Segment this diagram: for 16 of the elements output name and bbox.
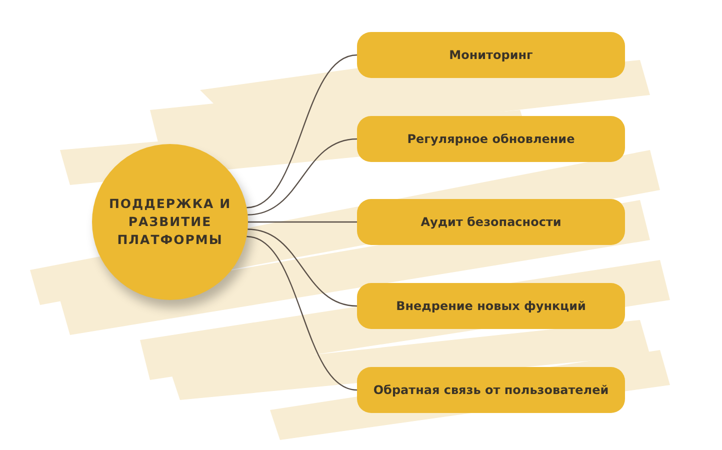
topic-card (357, 367, 625, 413)
connector-line (246, 54, 358, 208)
topic-card (357, 199, 625, 245)
topic-title: ПОДДЕРЖКА И РАЗВИТИЕ ПЛАТФОРМЫ (108, 194, 232, 250)
topic-label: Регулярное обновление (407, 132, 575, 146)
connector-line (246, 236, 358, 391)
topic-label: Внедрение новых функций (396, 299, 586, 313)
topic-card (357, 116, 625, 162)
connector-line (248, 228, 358, 307)
connector-line (248, 138, 358, 216)
connector-line (248, 221, 357, 223)
topic-card (357, 32, 625, 78)
topic-label: Мониторинг (449, 48, 533, 62)
topic-card (357, 283, 625, 329)
topic-label: Аудит безопасности (420, 215, 562, 229)
topic-label: Обратная связь от пользователей (373, 383, 609, 397)
